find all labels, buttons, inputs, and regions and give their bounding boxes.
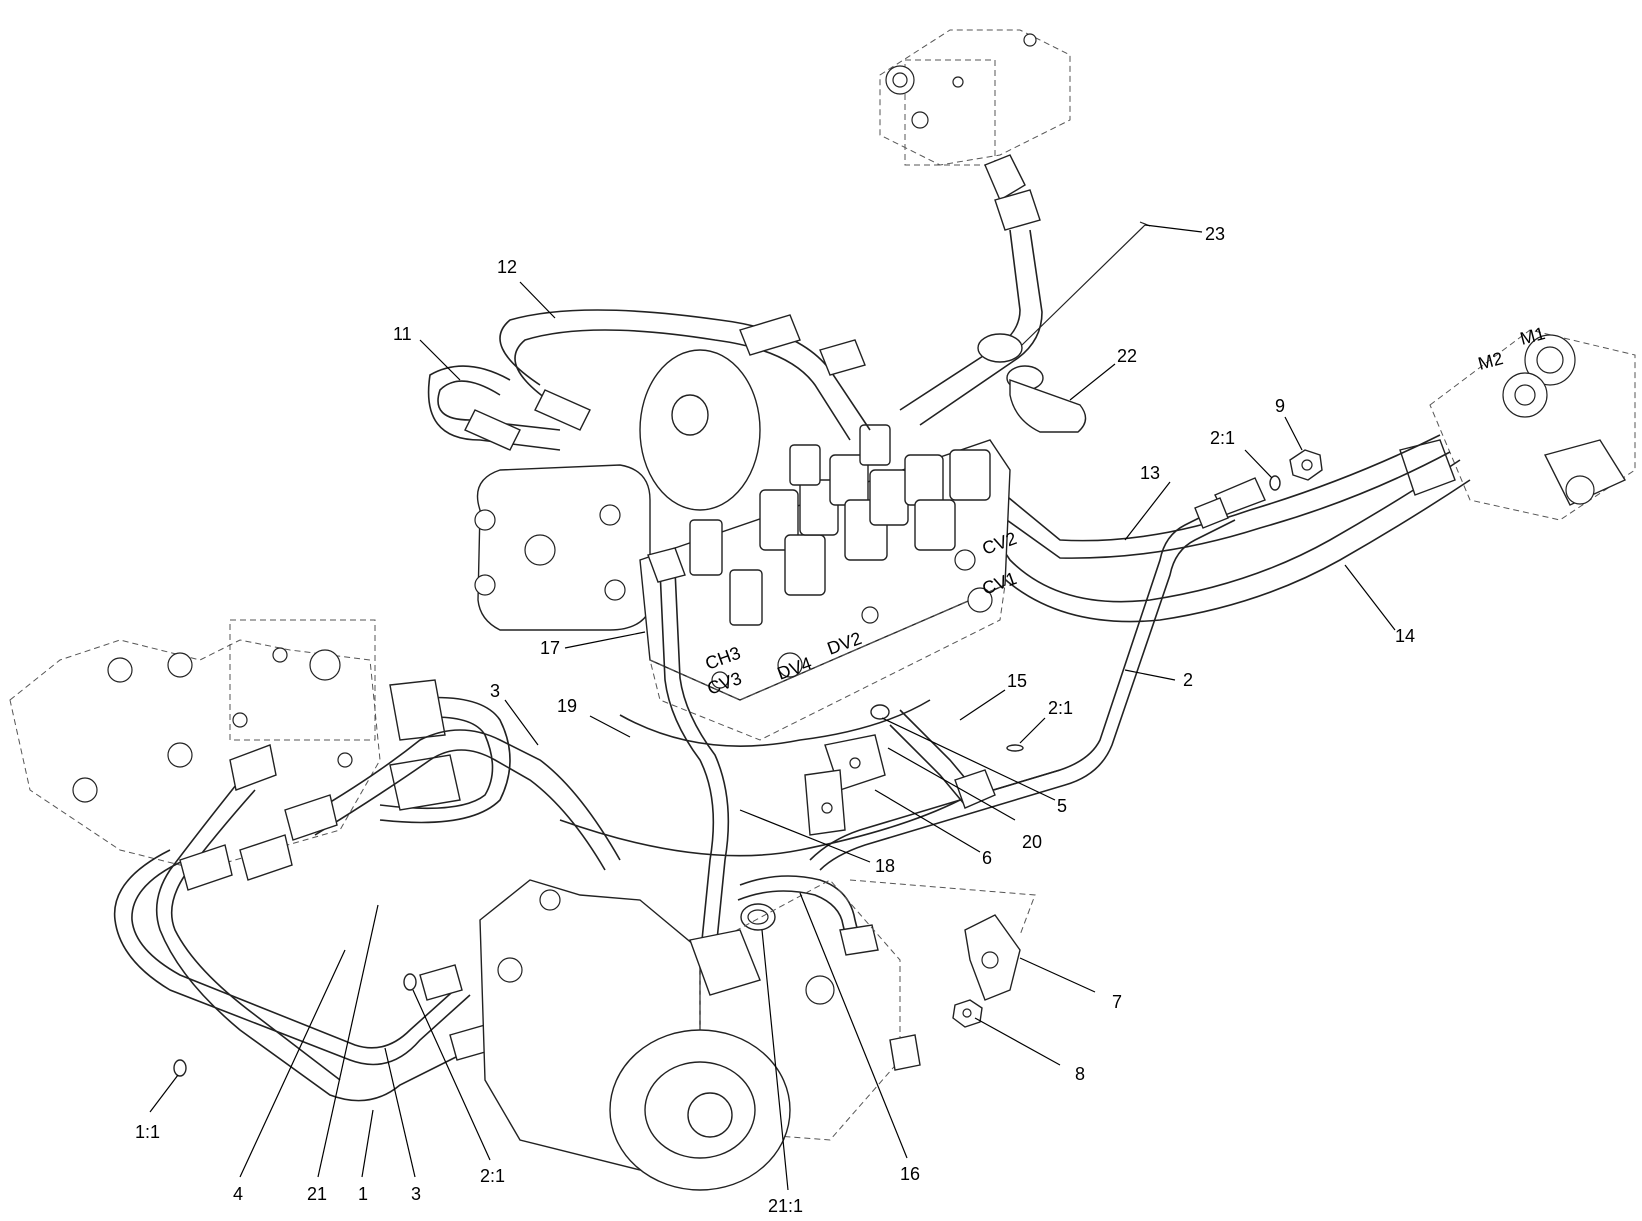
callout-21: 21 <box>307 1184 327 1204</box>
cartridge-valves <box>689 424 991 626</box>
callout-15: 15 <box>1007 671 1027 691</box>
callout-7: 7 <box>1112 992 1122 1012</box>
callout-13: 13 <box>1140 463 1160 483</box>
callout-16: 16 <box>900 1164 920 1184</box>
right-valve-block: M1 M2 <box>1429 323 1636 521</box>
callout-5: 5 <box>1057 796 1067 816</box>
callout-20: 20 <box>1022 832 1042 852</box>
callout-21-1: 21:1 <box>768 1196 803 1216</box>
left-valve-block <box>9 619 381 871</box>
callout-14: 14 <box>1395 626 1415 646</box>
center-pump-assembly: CV2 CV1 CV3 CH3 DV2 DV4 <box>474 349 1019 741</box>
callout-23: 23 <box>1205 224 1225 244</box>
callout-labels: 23 12 11 22 9 2:1 13 14 17 3 19 15 2:1 2… <box>135 224 1415 1216</box>
bottom-pump <box>479 879 921 1191</box>
callout-8: 8 <box>1075 1064 1085 1084</box>
callout-18: 18 <box>875 856 895 876</box>
callout-4: 4 <box>233 1184 243 1204</box>
callout-6: 6 <box>982 848 992 868</box>
leader-lines <box>149 224 1396 1191</box>
upper-valve-block <box>879 29 1071 231</box>
callout-3-lower: 3 <box>411 1184 421 1204</box>
callout-1-1: 1:1 <box>135 1122 160 1142</box>
callout-17: 17 <box>540 638 560 658</box>
callout-2-1-upper: 2:1 <box>1210 428 1235 448</box>
callout-2-1-lower: 2:1 <box>480 1166 505 1186</box>
callout-2-1-right: 2:1 <box>1048 698 1073 718</box>
callout-22: 22 <box>1117 346 1137 366</box>
marking-m2: M2 <box>1476 348 1505 374</box>
callout-12: 12 <box>497 257 517 277</box>
callout-11: 11 <box>393 324 412 344</box>
callout-19: 19 <box>557 696 577 716</box>
callout-3-upper: 3 <box>490 681 500 701</box>
callout-1: 1 <box>358 1184 368 1204</box>
callout-9: 9 <box>1275 396 1285 416</box>
callout-2: 2 <box>1183 670 1193 690</box>
